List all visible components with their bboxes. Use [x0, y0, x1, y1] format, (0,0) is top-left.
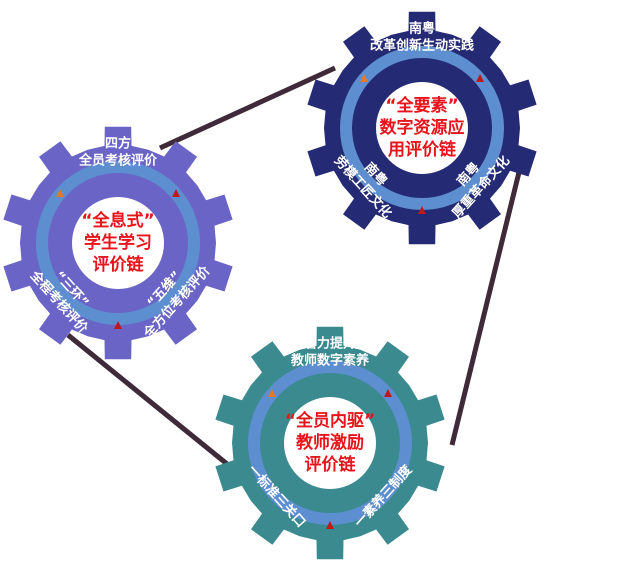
top-label-line: “四方” — [96, 136, 139, 152]
connector-top-bottom — [449, 159, 525, 446]
top-label-line: 教师数字素养 — [290, 353, 370, 369]
connector-left-bottom — [66, 333, 234, 470]
core-title-line: 学生学习 — [84, 232, 152, 253]
core-title-line: “全员内驱” — [285, 410, 375, 431]
gear-left: “全息式”学生学习评价链“四方”全员考核评价“三环”全程考核评价“五维”全方位考… — [3, 126, 233, 360]
arrow-marker-icon — [476, 74, 484, 82]
gear-ring — [340, 46, 504, 210]
top-label-line: 改革创新生动实践 — [370, 38, 474, 54]
core-title-line: 数字资源应 — [380, 117, 465, 138]
arrow-marker-icon — [326, 521, 334, 529]
arrow-marker-icon — [114, 321, 122, 329]
connector-left-top — [158, 65, 337, 151]
arrow-marker-icon — [268, 389, 276, 397]
arrow-marker-icon — [384, 389, 392, 397]
arrow-marker-icon — [418, 206, 426, 214]
core-title-line: “全要素” — [385, 95, 458, 116]
arrow-marker-icon — [360, 74, 368, 82]
top-label-line: 南粤 — [409, 21, 435, 37]
gear-ring — [36, 161, 200, 325]
gear-core — [72, 197, 164, 289]
arrow-marker-icon — [172, 189, 180, 197]
gear-core — [376, 82, 468, 174]
gear-bottom: “全员内驱”教师激励评价链着力提升教师数字素养一标准三关口一素养三制度 — [215, 326, 445, 560]
top-label-line: 着力提升 — [303, 336, 356, 352]
core-title-line: 评价链 — [93, 254, 145, 275]
gear-core — [284, 397, 376, 489]
gear-ring — [248, 361, 412, 525]
arrow-marker-icon — [56, 189, 64, 197]
top-label-line: 全员考核评价 — [78, 153, 158, 169]
core-title-line: 教师激励 — [295, 432, 364, 453]
gear-top: “全要素”数字资源应用评价链南粤改革创新生动实践南粤劳模工匠文化南粤厚重革命文化 — [307, 11, 537, 245]
core-title-line: “全息式” — [81, 210, 154, 231]
core-title-line: 用评价链 — [388, 139, 457, 160]
core-title-line: 评价链 — [305, 454, 357, 475]
